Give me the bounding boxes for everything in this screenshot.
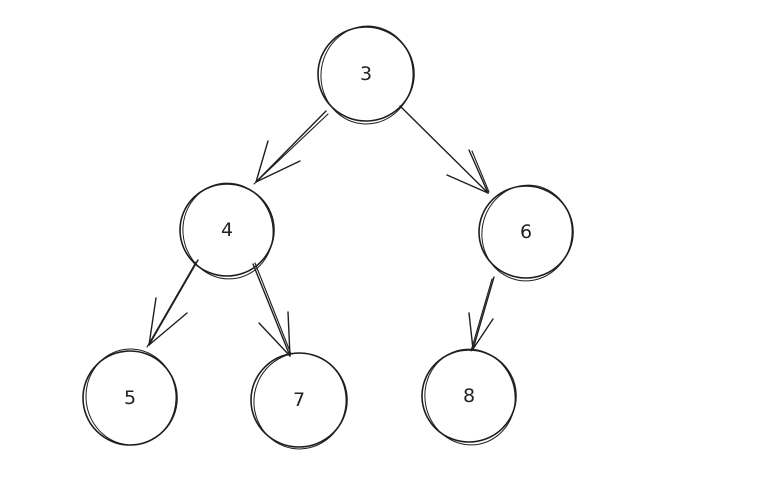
- edge-3-6: [399, 105, 490, 194]
- node-5: 5: [82, 348, 178, 446]
- node-7: 7: [250, 352, 348, 450]
- node-label-8: 8: [463, 385, 475, 407]
- node-8: 8: [421, 348, 517, 446]
- edge-6-8: [468, 276, 495, 352]
- node-label-3: 3: [360, 63, 372, 85]
- node-label-4: 4: [221, 219, 233, 241]
- edge-4-7: [252, 262, 292, 357]
- node-label-6: 6: [520, 221, 532, 243]
- node-4: 4: [179, 182, 275, 280]
- edge-3-4: [253, 110, 329, 185]
- node-3: 3: [317, 25, 415, 125]
- node-label-5: 5: [124, 387, 136, 409]
- node-label-7: 7: [293, 389, 305, 411]
- edge-4-5: [146, 259, 199, 348]
- node-6: 6: [478, 184, 574, 282]
